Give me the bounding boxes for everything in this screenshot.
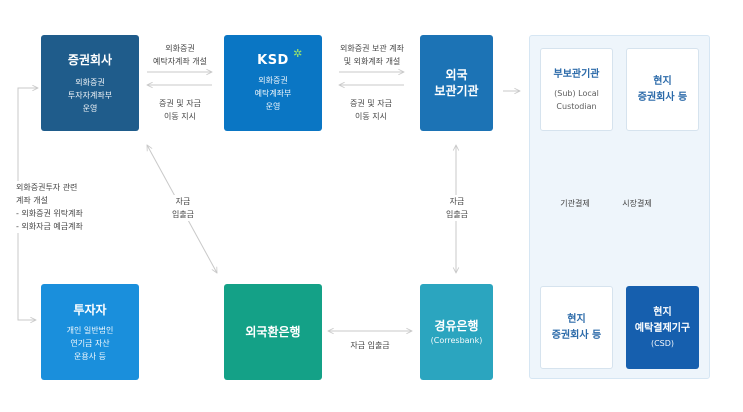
node-local-csd: 현지 예탁결제기구 (CSD) (626, 286, 699, 369)
ksd-desc-1: 외화증권 (258, 76, 288, 85)
label-foreign-corres-vert-1: 자금 (449, 197, 465, 206)
label-left-note-2: 계좌 개설 (16, 196, 48, 205)
label-left-note: 외화증권투자 관련 계좌 개설 - 외화증권 위탁계좌 - 외화자금 예금계좌 (16, 181, 96, 233)
securities-company-title: 증권회사 (67, 52, 113, 67)
securities-company-desc-1: 외화증권 (75, 77, 105, 87)
label-ksd-foreign-top: 외화증권 보관 계좌 및 외화계좌 개설 (336, 42, 408, 68)
label-ksd-foreign-top-2: 및 외화계좌 개설 (343, 57, 401, 66)
label-sec-fx-diag-1: 자금 (175, 197, 191, 206)
label-sec-ksd-bottom-2: 이동 지시 (164, 112, 196, 121)
securities-company-desc-2: 투자자계좌부 (67, 90, 113, 100)
foreign-custodian-title-1: 외국 (445, 68, 468, 82)
local-securities-bottom-title-2: 증권회사 등 (551, 329, 602, 341)
label-sec-ksd-bottom-1: 증권 및 자금 (159, 99, 201, 108)
ksd-desc-3: 운영 (265, 102, 281, 111)
label-left-note-1: 외화증권투자 관련 (16, 183, 78, 192)
label-sec-ksd-top: 외화증권 예탁자계좌 개설 (149, 42, 211, 68)
local-securities-top-title-1: 현지 (653, 75, 672, 87)
node-securities-company: 증권회사 외화증권 투자자계좌부 운영 (41, 35, 139, 131)
node-corres-bank: 경유은행 (Corresbank) (420, 284, 493, 380)
investor-desc-2: 연기금 자산 (70, 338, 110, 348)
label-sec-ksd-top-1: 외화증권 (165, 44, 195, 53)
sub-custodian-desc-1: (Sub) Local (554, 88, 599, 98)
label-ksd-foreign-bottom-1: 증권 및 자금 (350, 99, 392, 108)
local-securities-top-title-2: 증권회사 등 (637, 91, 688, 103)
label-fx-corres: 자금 입출금 (350, 341, 390, 350)
node-sub-custodian: 부보관기관 (Sub) Local Custodian (540, 48, 613, 131)
label-left-note-4: - 외화자금 예금계좌 (16, 222, 83, 231)
label-sec-ksd-top-2: 예탁자계좌 개설 (152, 57, 208, 66)
node-fx-bank: 외국환은행 (224, 284, 322, 380)
label-foreign-corres-vert: 자금 입출금 (439, 195, 475, 221)
label-ksd-foreign-top-1: 외화증권 보관 계좌 (340, 44, 404, 53)
local-csd-desc: (CSD) (650, 339, 675, 348)
ksd-star-icon: ✲ (293, 47, 303, 60)
node-ksd: KSD ✲ 외화증권 예탁계좌부 운영 (224, 35, 322, 131)
ksd-desc-2: 예탁계좌부 (254, 89, 292, 98)
label-ksd-foreign-bottom-2: 이동 지시 (355, 112, 387, 121)
fx-bank-title: 외국환은행 (245, 325, 301, 339)
investor-title: 투자자 (73, 302, 107, 317)
investor-desc-1: 개인 일반법인 (66, 325, 114, 335)
label-sec-fx-diag: 자금 입출금 (165, 195, 201, 221)
label-ksd-foreign-bottom: 증권 및 자금 이동 지시 (340, 97, 402, 123)
node-foreign-custodian: 외국 보관기관 (420, 35, 493, 131)
foreign-custodian-title-2: 보관기관 (434, 84, 479, 98)
corres-bank-desc: (Corresbank) (430, 335, 483, 345)
local-csd-title-1: 현지 (653, 307, 672, 318)
local-csd-title-2: 예탁결제기구 (634, 323, 691, 334)
label-foreign-corres-vert-2: 입출금 (445, 210, 469, 219)
sub-custodian-title: 부보관기관 (553, 68, 600, 80)
node-investor: 투자자 개인 일반법인 연기금 자산 운용사 등 (41, 284, 139, 380)
sub-custodian-desc-2: Custodian (556, 101, 597, 111)
label-sec-fx-diag-2: 입출금 (171, 210, 195, 219)
local-securities-bottom-title-1: 현지 (567, 313, 586, 325)
ksd-logo: KSD ✲ (257, 47, 302, 68)
investor-desc-3: 운용사 등 (74, 351, 106, 361)
securities-company-desc-3: 운영 (82, 103, 98, 113)
node-local-securities-bottom: 현지 증권회사 등 (540, 286, 613, 369)
node-local-securities-top: 현지 증권회사 등 (626, 48, 699, 131)
label-sec-ksd-bottom: 증권 및 자금 이동 지시 (149, 97, 211, 123)
label-institutional-settlement: 기관결제 (556, 197, 594, 210)
label-market-settlement: 시장결제 (618, 197, 656, 210)
ksd-logo-text: KSD (257, 53, 289, 68)
corres-bank-title: 경유은행 (434, 318, 479, 333)
label-left-note-3: - 외화증권 위탁계좌 (16, 209, 83, 218)
